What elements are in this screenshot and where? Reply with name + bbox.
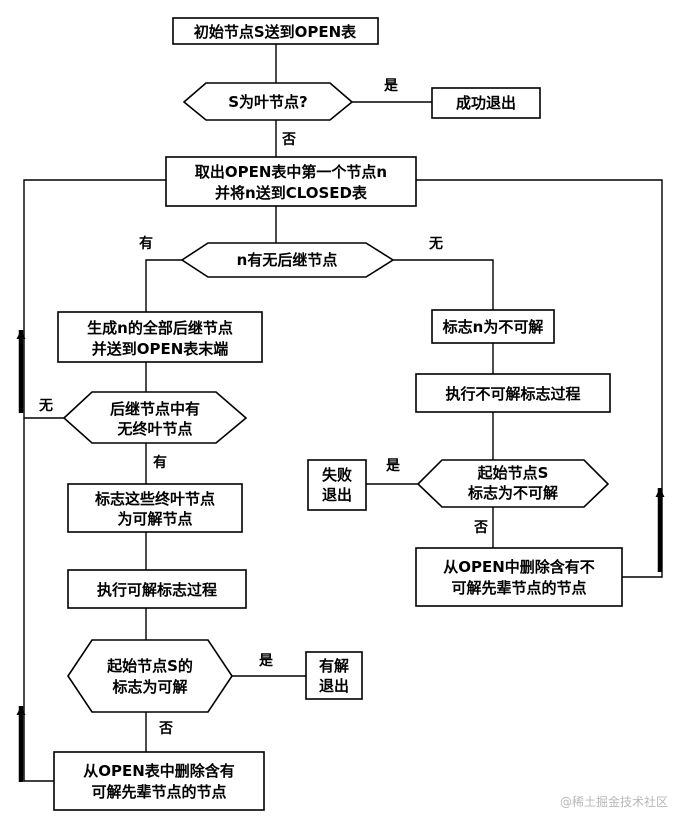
label-solvable-yes: 是 (259, 653, 274, 669)
loop-arrows (16, 330, 665, 782)
box-remove-unsolvable (415, 547, 623, 607)
label-solvable-no: 否 (158, 721, 173, 737)
label-unsolvable-no: 否 (473, 520, 488, 536)
text-s-is-leaf: S为叶节点? (228, 93, 308, 111)
box-generate-successors (57, 311, 263, 363)
decision-nodes (62, 82, 610, 713)
text-has-successors: n有无后继节点 (237, 251, 338, 269)
box-mark-unsolvable (431, 309, 555, 344)
connectors (23, 44, 663, 782)
text-remove-unsolvable-1: 从OPEN中删除含有不 (443, 558, 595, 576)
box-run-unsolvable-marking (415, 373, 611, 413)
text-failure-exit-1: 失败 (322, 466, 352, 484)
text-start-solvable-2: 标志为可解 (111, 678, 187, 696)
text-has-leaf-successors-1: 后继节点中有 (110, 400, 200, 418)
edge-remove-solvable-loop (23, 418, 54, 782)
text-start-unsolvable-1: 起始节点S (477, 464, 549, 482)
text-has-leaf-successors-2: 无终叶节点 (116, 420, 192, 438)
text-start: 初始节点S送到OPEN表 (194, 23, 357, 41)
box-solution-exit (305, 651, 363, 700)
text-mark-unsolvable: 标志n为不可解 (442, 318, 544, 336)
label-leaf-no: 否 (281, 132, 296, 148)
text-failure-exit-2: 退出 (322, 486, 352, 504)
edge-leafsucc-no-loop (23, 179, 166, 419)
text-solution-exit-2: 退出 (319, 677, 349, 695)
node-texts: 初始节点S送到OPEN表 S为叶节点? 成功退出 取出OPEN表中第一个节点n … (83, 23, 595, 801)
decision-start-unsolvable (416, 459, 610, 508)
box-remove-solvable (53, 751, 265, 811)
label-leafsucc-yes: 有 (153, 454, 167, 471)
text-remove-unsolvable-2: 可解先辈节点的节点 (451, 579, 586, 597)
edge-labels: 是 否 有 无 无 有 是 否 是 否 (38, 78, 488, 737)
edge-succ-no (393, 259, 494, 310)
text-solution-exit-1: 有解 (319, 657, 349, 675)
text-take-first-2: 并将n送到CLOSED表 (215, 184, 368, 202)
label-unsolvable-yes: 是 (386, 458, 401, 474)
edge-succ-yes (145, 259, 182, 312)
label-succ-no: 无 (428, 236, 443, 252)
watermark: @稀土掘金技术社区 (560, 794, 668, 809)
process-boxes (53, 17, 623, 811)
edge-remove-unsolvable-loop (416, 179, 663, 578)
text-mark-leaves-1: 标志这些终叶节点 (94, 490, 215, 508)
box-mark-leaves-solvable (67, 483, 243, 533)
text-start-unsolvable-2: 标志为不可解 (467, 484, 558, 502)
box-run-solvable-marking (67, 569, 247, 609)
text-generate-successors-1: 生成n的全部后继节点 (87, 319, 233, 337)
label-leafsucc-no: 无 (38, 398, 53, 414)
text-mark-leaves-2: 为可解节点 (117, 510, 192, 528)
box-failure-exit (307, 459, 367, 511)
text-start-solvable-1: 起始节点S的 (106, 657, 193, 675)
decision-has-successors (180, 242, 395, 278)
text-take-first-1: 取出OPEN表中第一个节点n (195, 163, 387, 181)
text-remove-solvable-1: 从OPEN表中删除含有 (83, 762, 235, 780)
text-success-exit: 成功退出 (456, 94, 516, 112)
box-take-first (165, 156, 417, 207)
box-start (172, 17, 379, 45)
decision-has-leaf-successors (62, 391, 248, 444)
box-success-exit (431, 87, 541, 119)
text-remove-solvable-2: 可解先辈节点的节点 (91, 783, 226, 801)
text-run-unsolvable-marking: 执行不可解标志过程 (445, 385, 580, 403)
text-run-solvable-marking: 执行可解标志过程 (97, 581, 217, 599)
decision-start-solvable (67, 639, 233, 713)
decision-s-is-leaf (182, 82, 354, 121)
label-leaf-yes: 是 (384, 78, 399, 94)
text-generate-successors-2: 并送到OPEN表末端 (92, 340, 229, 358)
label-succ-yes: 有 (139, 235, 153, 252)
